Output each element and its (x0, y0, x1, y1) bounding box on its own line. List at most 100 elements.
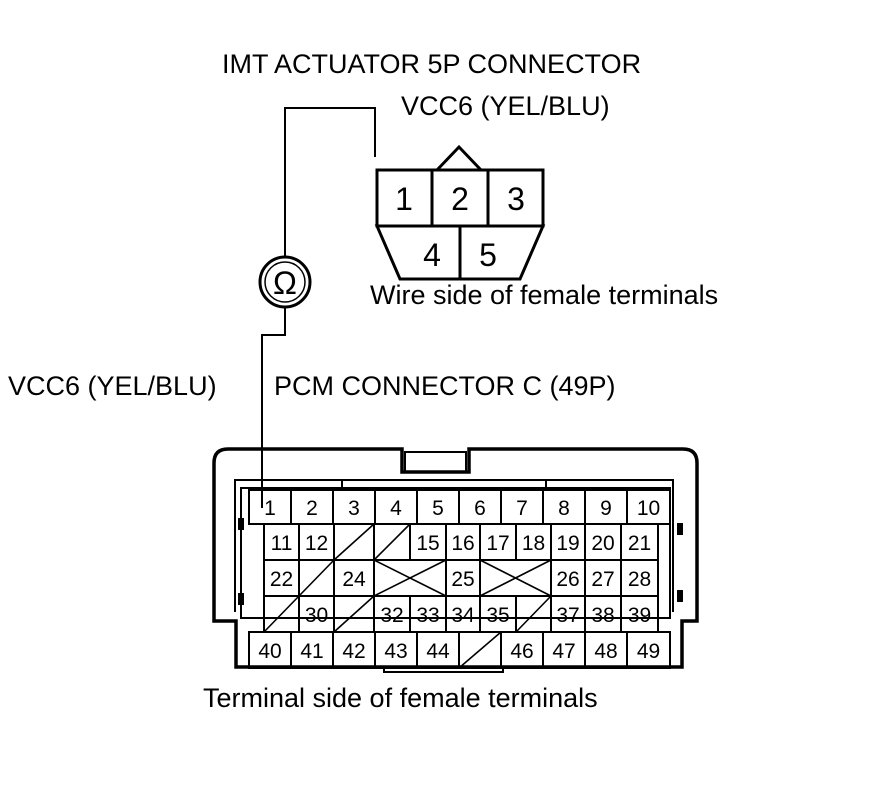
imt-pin: 3 (507, 181, 525, 217)
pcm-terminal-label: 11 (271, 532, 293, 555)
pcm-terminal-label: 4 (390, 497, 402, 520)
pcm-terminal-label: 28 (628, 568, 651, 591)
pcm-terminal-label: 12 (305, 532, 328, 555)
pcm-terminal-label: 41 (300, 640, 323, 663)
test-lead-wire (261, 107, 376, 508)
pcm-terminal-label: 20 (591, 532, 614, 555)
pcm-empty-cavity (298, 559, 335, 597)
pcm-terminal-15: 15 (409, 523, 447, 561)
ohm-icon: Ω (273, 265, 297, 301)
pcm-terminal-label: 46 (510, 640, 533, 663)
pcm-terminal-32: 32 (373, 595, 411, 633)
pcm-terminal-label: 10 (637, 497, 660, 520)
pcm-terminal-27: 27 (584, 559, 622, 597)
pcm-terminal-label: 49 (637, 640, 660, 663)
pcm-terminal-10: 10 (626, 489, 671, 525)
pcm-terminal-label: 24 (342, 568, 366, 591)
pcm-terminal-2: 2 (290, 489, 334, 525)
pcm-terminal-16: 16 (445, 523, 481, 561)
pcm-terminal-42: 42 (332, 631, 376, 669)
pcm-terminal-28: 28 (620, 559, 659, 597)
pcm-terminal-47: 47 (542, 631, 586, 669)
pcm-terminal-18: 18 (515, 523, 552, 561)
pcm-terminal-label: 3 (348, 497, 360, 520)
pcm-terminal-label: 17 (486, 532, 509, 555)
pcm-terminal-label: 18 (522, 532, 545, 555)
pcm-terminal-3: 3 (332, 489, 376, 525)
pcm-wire-label: VCC6 (YEL/BLU) (8, 371, 217, 401)
pcm-terminal-label: 32 (380, 604, 403, 627)
pcm-terminal-label: 38 (591, 604, 614, 627)
imt-connector-title: IMT ACTUATOR 5P CONNECTOR (222, 49, 641, 79)
pcm-terminal-35: 35 (479, 595, 517, 633)
pcm-terminal-21: 21 (620, 523, 659, 561)
imt-pin: 2 (451, 181, 469, 217)
pcm-terminal-label: 8 (558, 497, 570, 520)
pcm-terminal-9: 9 (584, 489, 628, 525)
pcm-empty-cavity (373, 523, 411, 561)
pcm-empty-cavity (515, 595, 552, 633)
imt-wire-label: VCC6 (YEL/BLU) (401, 91, 610, 121)
pcm-terminal-label: 47 (552, 640, 575, 663)
pcm-terminal-7: 7 (500, 489, 544, 525)
pcm-terminal-40: 40 (248, 631, 292, 669)
pcm-terminal-label: 48 (594, 640, 617, 663)
pcm-terminal-30: 30 (298, 595, 335, 633)
pcm-terminal-label: 9 (600, 497, 612, 520)
pcm-terminal-label: 27 (591, 568, 614, 591)
imt-terminal-labels: 1 2 3 4 5 (395, 181, 525, 273)
pcm-terminal-44: 44 (416, 631, 460, 669)
pcm-terminal-39: 39 (620, 595, 659, 633)
pcm-empty-cavity (373, 559, 447, 597)
pcm-terminal-label: 22 (270, 568, 293, 591)
pcm-terminal-label: 30 (305, 604, 328, 627)
pcm-terminal-label: 42 (342, 640, 365, 663)
pcm-terminal-34: 34 (445, 595, 481, 633)
pcm-terminal-8: 8 (542, 489, 586, 525)
pcm-terminal-label: 35 (486, 604, 509, 627)
pcm-terminal-22: 22 (263, 559, 300, 597)
pcm-terminal-label: 21 (628, 532, 651, 555)
pcm-terminal-label: 40 (258, 640, 281, 663)
imt-pin: 4 (423, 237, 441, 273)
pcm-terminal-label: 16 (451, 532, 474, 555)
pcm-terminal-label: 39 (628, 604, 651, 627)
pcm-empty-cavity (458, 631, 502, 669)
pcm-empty-cavity (479, 559, 552, 597)
pcm-empty-cavity (333, 595, 375, 633)
pcm-terminal-label: 43 (384, 640, 407, 663)
pcm-terminal-label: 15 (416, 532, 439, 555)
pcm-terminal-19: 19 (550, 523, 586, 561)
pcm-terminal-33: 33 (409, 595, 447, 633)
pcm-terminal-label: 25 (451, 568, 474, 591)
imt-pin: 1 (395, 181, 413, 217)
pcm-terminal-49: 49 (626, 631, 671, 669)
pcm-terminal-label: 19 (556, 532, 579, 555)
pcm-terminal-label: 33 (416, 604, 439, 627)
pcm-terminal-label: 5 (432, 497, 444, 520)
pcm-terminal-label: 2 (306, 497, 318, 520)
pcm-terminal-37: 37 (550, 595, 586, 633)
pcm-terminal-5: 5 (416, 489, 460, 525)
pcm-connector-housing (212, 447, 699, 673)
pcm-terminal-41: 41 (290, 631, 334, 669)
pcm-terminal-label: 1 (264, 497, 276, 520)
pcm-terminal-label: 6 (474, 497, 486, 520)
pcm-terminal-label: 44 (426, 640, 450, 663)
pcm-housing-latches (238, 518, 683, 605)
pcm-empty-cavity (263, 595, 300, 633)
pcm-terminal-20: 20 (584, 523, 622, 561)
pcm-terminal-11: 11 (263, 523, 300, 561)
pcm-empty-cavity (333, 523, 375, 561)
pcm-terminal-12: 12 (298, 523, 335, 561)
pcm-connector-title: PCM CONNECTOR C (49P) (274, 371, 616, 401)
pcm-terminal-1: 1 (248, 489, 292, 525)
pcm-terminal-26: 26 (550, 559, 586, 597)
pcm-terminal-46: 46 (500, 631, 544, 669)
imt-pin: 5 (479, 237, 497, 273)
pcm-terminal-25: 25 (445, 559, 481, 597)
pcm-terminal-label: 7 (516, 497, 528, 520)
